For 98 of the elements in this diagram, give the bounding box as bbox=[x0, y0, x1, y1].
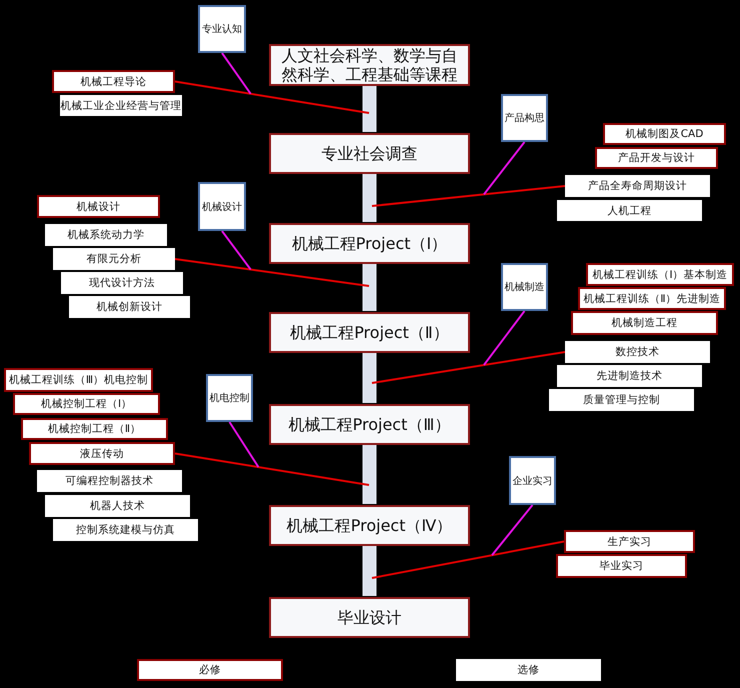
legend-label: 选修 bbox=[518, 663, 540, 677]
node-label: 产品构思 bbox=[504, 112, 544, 125]
node-label: 机械工业企业经营与管理 bbox=[60, 98, 182, 112]
node-label: 机械设计 bbox=[76, 200, 120, 214]
leader-line bbox=[483, 310, 526, 366]
node-label: 机械设计 bbox=[202, 200, 242, 214]
elective-course-box bbox=[45, 495, 190, 517]
connector-line bbox=[174, 80, 370, 114]
leader-line bbox=[483, 141, 526, 196]
elective-course-box bbox=[549, 389, 694, 411]
node-label: 机械工程训练（Ⅲ）机电控制 bbox=[8, 373, 148, 387]
elective-course-box bbox=[45, 224, 167, 246]
node-label: 机械系统动力学 bbox=[68, 228, 144, 242]
required-course-box bbox=[37, 195, 160, 218]
node-label: 机械工程Project（Ⅰ） bbox=[292, 234, 448, 254]
required-course-box bbox=[603, 123, 726, 145]
node-label: 质量管理与控制 bbox=[583, 393, 660, 407]
node-label: 机械工程Project（Ⅲ） bbox=[288, 414, 450, 434]
node-label: 机械制造工程 bbox=[612, 316, 678, 330]
elective-course-box bbox=[565, 341, 710, 363]
node-label: 产品开发与设计 bbox=[618, 151, 695, 165]
block-arrow bbox=[362, 445, 376, 504]
stage-box bbox=[269, 223, 470, 264]
required-course-box bbox=[556, 554, 687, 578]
theme-box bbox=[206, 374, 253, 422]
block-arrow bbox=[362, 264, 376, 311]
node-label: 机械工程训练（Ⅱ）先进制造 bbox=[583, 292, 721, 306]
stage-box bbox=[269, 404, 470, 445]
required-course-box bbox=[595, 147, 718, 169]
leader-line bbox=[221, 230, 252, 270]
node-label: 机械工程Project（Ⅱ） bbox=[290, 322, 449, 342]
theme-box bbox=[501, 263, 548, 311]
elective-course-box bbox=[565, 175, 710, 197]
leader-line bbox=[221, 52, 252, 94]
node-label: 机械控制工程（Ⅰ） bbox=[40, 397, 132, 411]
node-label: 专业社会调查 bbox=[322, 144, 418, 164]
node-label: 机械控制工程（Ⅱ） bbox=[48, 422, 142, 436]
stage-box bbox=[269, 312, 470, 353]
node-label: 机械工程导论 bbox=[80, 74, 146, 88]
elective-course-box bbox=[53, 248, 175, 270]
node-label: 液压传动 bbox=[80, 446, 124, 460]
required-course-box bbox=[564, 530, 695, 553]
elective-course-box bbox=[37, 470, 182, 492]
node-label: 机械工程Project（Ⅳ） bbox=[286, 516, 452, 536]
node-label: 机电控制 bbox=[210, 392, 250, 405]
leader-line bbox=[228, 421, 260, 468]
stage-box bbox=[269, 505, 470, 546]
node-label: 机械工程训练（Ⅰ）基本制造 bbox=[592, 268, 728, 282]
node-label: 控制系统建模与仿真 bbox=[76, 523, 175, 537]
connector-line bbox=[372, 540, 564, 579]
required-course-box bbox=[13, 393, 160, 415]
node-label: 毕业实习 bbox=[600, 559, 644, 573]
stage-box bbox=[269, 133, 470, 174]
node-label: 企业实习 bbox=[512, 474, 552, 488]
required-course-box bbox=[4, 368, 153, 392]
connector-line bbox=[372, 185, 566, 207]
elective-course-box bbox=[60, 95, 182, 116]
node-label: 先进制造技术 bbox=[596, 369, 662, 383]
block-arrow bbox=[362, 546, 376, 596]
required-course-box bbox=[29, 442, 175, 465]
connector-line bbox=[174, 258, 370, 287]
node-label: 专业认知 bbox=[202, 22, 242, 36]
node-label: 有限元分析 bbox=[86, 252, 142, 266]
node-label: 机械制图及CAD bbox=[626, 127, 704, 141]
connector-line bbox=[372, 351, 566, 384]
node-label: 生产实习 bbox=[608, 534, 652, 548]
connector-line bbox=[174, 452, 370, 486]
stage-box bbox=[269, 597, 470, 638]
required-course-box bbox=[571, 311, 718, 335]
elective-course-box bbox=[69, 296, 190, 318]
node-label: 毕业设计 bbox=[338, 608, 402, 628]
node-label: 可编程控制器技术 bbox=[66, 474, 154, 488]
required-course-box bbox=[21, 418, 168, 440]
block-arrow bbox=[362, 86, 376, 132]
node-label: 现代设计方法 bbox=[89, 276, 155, 290]
theme-box bbox=[509, 456, 556, 505]
elective-course-box bbox=[557, 365, 702, 387]
theme-box bbox=[501, 94, 548, 142]
node-label: 机器人技术 bbox=[90, 499, 145, 513]
elective-course-box bbox=[557, 200, 702, 221]
node-label: 数控技术 bbox=[616, 345, 660, 359]
required-course-box bbox=[578, 287, 726, 310]
block-arrow bbox=[362, 174, 376, 222]
node-label: 人文社会科学、数学与自然科学、工程基础等课程 bbox=[280, 46, 458, 84]
elective-course-box bbox=[61, 272, 183, 294]
node-label: 机械创新设计 bbox=[96, 300, 162, 314]
theme-box bbox=[198, 182, 246, 231]
theme-box bbox=[198, 5, 246, 53]
stage-box bbox=[269, 44, 470, 86]
legend-label: 必修 bbox=[199, 663, 221, 677]
node-label: 机械制造 bbox=[504, 280, 544, 294]
required-course-box bbox=[586, 263, 734, 286]
elective-course-box bbox=[53, 519, 198, 541]
leader-line bbox=[491, 504, 534, 556]
block-arrow bbox=[362, 353, 376, 403]
required-course-box bbox=[52, 70, 175, 93]
node-label: 人机工程 bbox=[608, 204, 652, 218]
node-label: 产品全寿命周期设计 bbox=[588, 179, 687, 193]
